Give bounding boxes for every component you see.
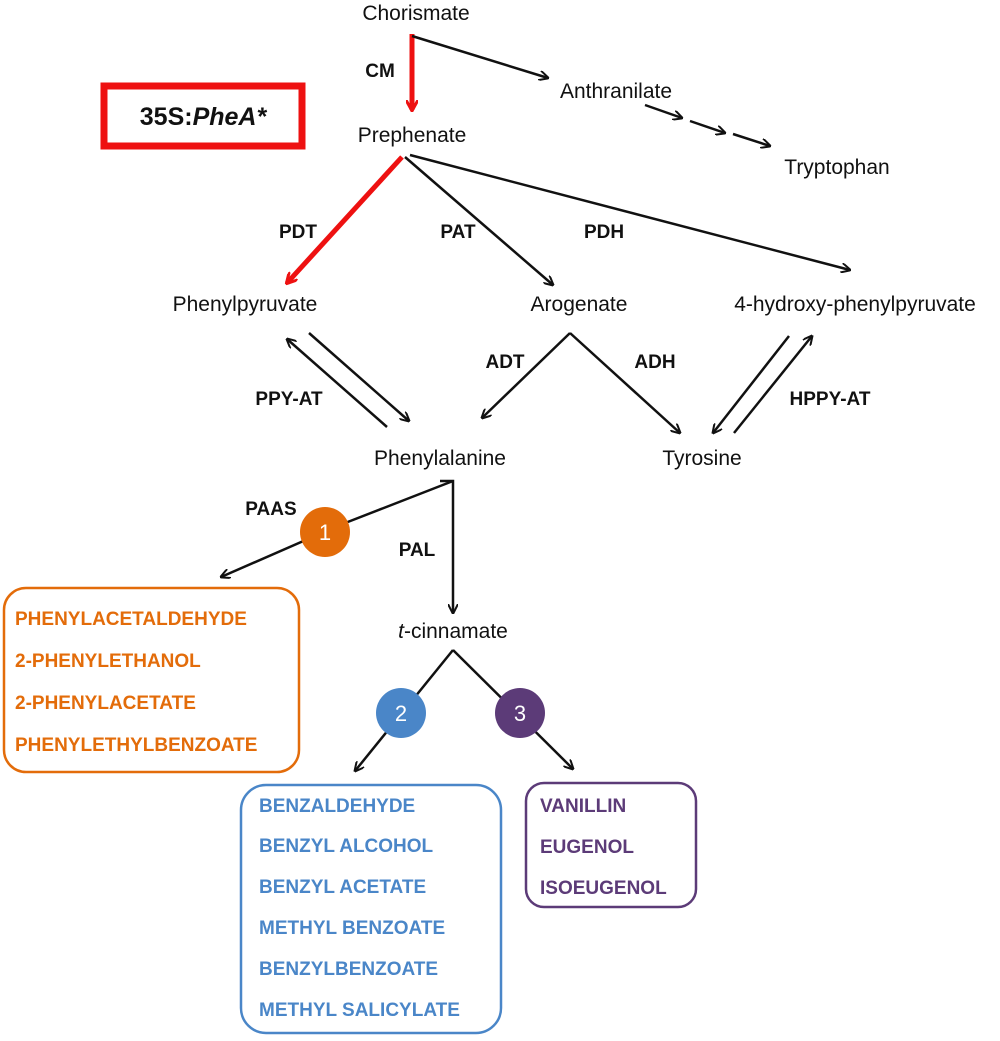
label-hydroxyphenylpyruvate: 4-hydroxy-phenylpyruvate <box>734 293 976 316</box>
product-purple-0: VANILLIN <box>540 796 626 817</box>
product-box-orange-frame <box>2 586 301 774</box>
product-blue-1: BENZYL ALCOHOL <box>259 836 434 857</box>
arrow-anthranilate-tryptophan-3 <box>732 132 770 146</box>
label-chorismate: Chorismate <box>362 2 469 25</box>
product-orange-1: 2-PHENYLETHANOL <box>15 651 201 672</box>
badge-3-label: 3 <box>514 701 526 726</box>
badge-1 <box>300 507 350 557</box>
product-purple-2: ISOEUGENOL <box>540 878 667 899</box>
arrow-phenylalanine-cinnamate <box>440 479 453 613</box>
badge-1-label: 1 <box>319 520 331 545</box>
product-orange-2: 2-PHENYLACETATE <box>15 693 196 714</box>
arrow-anthranilate-tryptophan-1 <box>644 103 682 118</box>
product-blue-0: BENZALDEHYDE <box>259 796 415 817</box>
branch-badges: 1 2 3 <box>300 507 545 738</box>
enzyme-adh: ADH <box>634 352 675 373</box>
arrow-prephenate-arogenate <box>404 156 553 285</box>
product-blue-2: BENZYL ACETATE <box>259 877 426 898</box>
metabolite-labels: Chorismate Anthranilate Tryptophan Preph… <box>173 2 976 643</box>
enzyme-hppy-at: HPPY-AT <box>790 389 871 410</box>
arrow-arogenate-tyrosine <box>569 332 680 433</box>
product-blue-5: METHYL SALICYLATE <box>259 1000 460 1021</box>
arrow-phenylpyruvate-phenylalanine <box>308 332 409 421</box>
product-box-purple-frame <box>524 781 698 909</box>
product-box-blue: BENZALDEHYDE BENZYL ALCOHOL BENZYL ACETA… <box>239 783 503 1035</box>
label-prephenate: Prephenate <box>358 124 467 147</box>
enzyme-labels: CM PDT PAT PDH PPY-AT ADT ADH HPPY-AT PA… <box>245 61 871 561</box>
label-arogenate: Arogenate <box>531 293 628 316</box>
arrow-hpp-tyrosine <box>713 335 790 433</box>
enzyme-paas: PAAS <box>245 499 296 520</box>
label-anthranilate: Anthranilate <box>560 80 672 103</box>
badge-2-label: 2 <box>395 701 407 726</box>
arrow-anthranilate-tryptophan-2 <box>689 119 725 133</box>
pathway-arrows <box>221 34 850 771</box>
product-orange-3: PHENYLETHYLBENZOATE <box>15 735 257 756</box>
enzyme-cm: CM <box>365 61 395 82</box>
label-phenylalanine: Phenylalanine <box>374 447 506 470</box>
label-tryptophan: Tryptophan <box>784 156 889 179</box>
badge-3 <box>495 688 545 738</box>
enzyme-ppy-at: PPY-AT <box>255 389 323 410</box>
construct-box <box>100 82 306 150</box>
arrow-phenylalanine-phenylpyruvate <box>287 339 388 428</box>
product-box-purple: VANILLIN EUGENOL ISOEUGENOL <box>524 781 698 909</box>
product-box-blue-frame <box>239 783 503 1035</box>
product-blue-4: BENZYLBENZOATE <box>259 959 438 980</box>
arrow-prephenate-phenylpyruvate <box>287 155 404 283</box>
product-blue-3: METHYL BENZOATE <box>259 918 445 939</box>
enzyme-pdt: PDT <box>279 222 317 243</box>
arrow-chorismate-anthranilate <box>411 34 548 78</box>
arrow-arogenate-phenylalanine <box>482 332 571 418</box>
badge-2 <box>376 688 426 738</box>
enzyme-pat: PAT <box>440 222 476 243</box>
label-t-cinnamate: t-cinnamate <box>398 620 508 643</box>
arrow-tyrosine-hpp <box>733 336 812 434</box>
enzyme-adt: ADT <box>485 352 524 373</box>
label-phenylpyruvate: Phenylpyruvate <box>173 293 318 316</box>
arrow-prephenate-hpp <box>409 153 850 270</box>
product-orange-0: PHENYLACETALDEHYDE <box>15 609 247 630</box>
enzyme-pdh: PDH <box>584 222 624 243</box>
construct-label: 35S:PheA* <box>140 103 268 131</box>
enzyme-pal: PAL <box>399 540 436 561</box>
product-purple-1: EUGENOL <box>540 837 634 858</box>
product-box-orange: PHENYLACETALDEHYDE 2-PHENYLETHANOL 2-PHE… <box>2 586 301 774</box>
label-tyrosine: Tyrosine <box>662 447 741 470</box>
